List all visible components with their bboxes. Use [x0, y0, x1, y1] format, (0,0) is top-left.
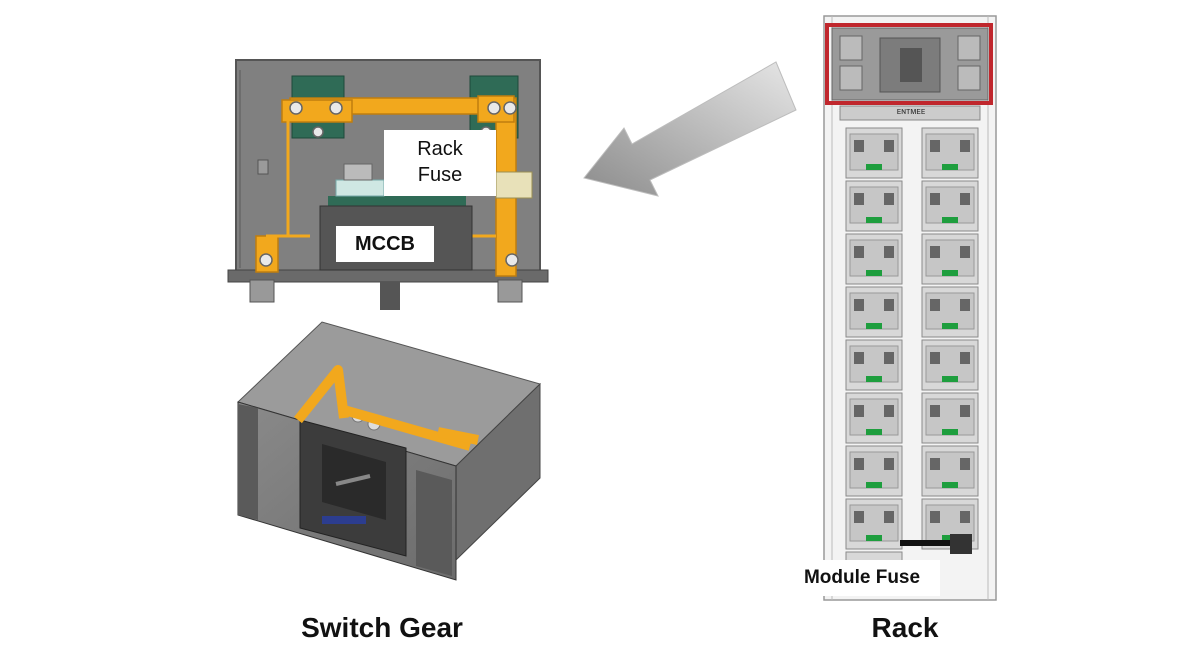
rack-caption: Rack	[871, 612, 939, 643]
battery-module	[845, 233, 903, 285]
battery-module	[845, 445, 903, 497]
rack-fuse-body	[495, 171, 533, 199]
rack-base	[900, 534, 972, 554]
module-fuse-label: Module Fuse	[784, 560, 940, 596]
rack-fuse-label: Rack Fuse	[384, 130, 496, 196]
battery-module	[921, 233, 979, 285]
battery-module	[845, 127, 903, 179]
battery-module	[845, 286, 903, 338]
rack-modules	[845, 127, 979, 583]
battery-module	[921, 127, 979, 179]
battery-module	[845, 498, 903, 550]
switchgear-3d-view	[237, 321, 541, 581]
battery-module	[845, 180, 903, 232]
battery-module	[845, 392, 903, 444]
battery-module	[921, 339, 979, 391]
bolt-heads	[259, 101, 519, 267]
mccb-label: MCCB	[336, 226, 434, 262]
battery-module	[921, 445, 979, 497]
rack-fuse-label-line2: Fuse	[417, 164, 463, 186]
direction-arrow	[583, 61, 797, 197]
battery-module	[921, 392, 979, 444]
battery-module	[845, 339, 903, 391]
battery-module	[921, 286, 979, 338]
busbar-3d	[294, 365, 479, 451]
rack-fuse-label-line1: Rack	[417, 138, 463, 160]
battery-module	[921, 180, 979, 232]
rack-switchgear-highlight	[825, 23, 993, 105]
rack-small-text: ᴇɴᴛᴍᴇᴇ	[896, 106, 926, 116]
switch-gear-caption: Switch Gear	[301, 612, 463, 643]
